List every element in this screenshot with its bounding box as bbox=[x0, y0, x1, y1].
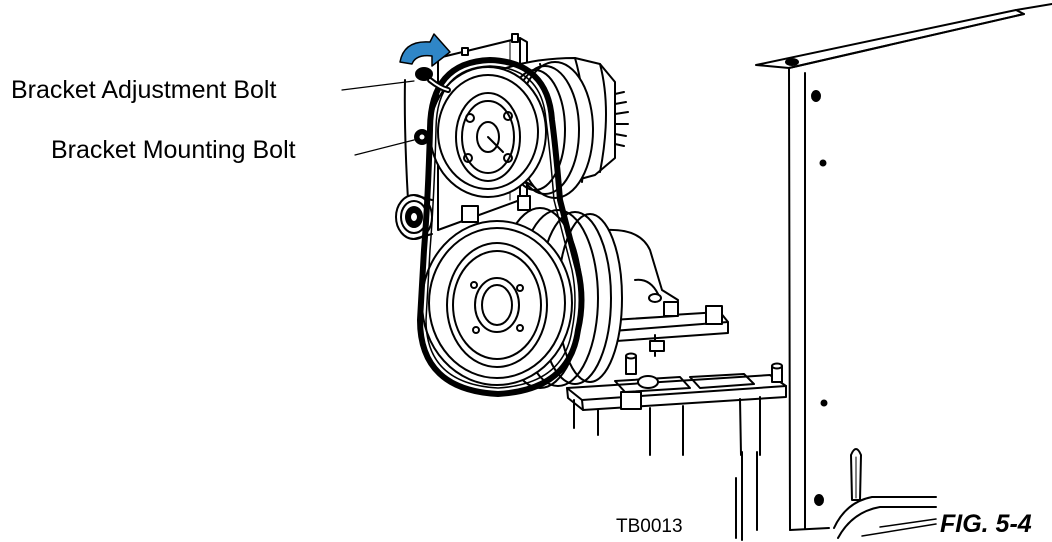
callout-mounting-bolt: Bracket Mounting Bolt bbox=[51, 136, 296, 164]
driven-pulley bbox=[421, 207, 623, 389]
idler-pulley bbox=[395, 194, 433, 240]
base-plate bbox=[566, 352, 787, 456]
drawing-code: TB0013 bbox=[616, 516, 683, 537]
v-belt bbox=[417, 57, 585, 397]
leader-line-mounting bbox=[354, 139, 415, 156]
figure-label: FIG. 5-4 bbox=[940, 510, 1032, 538]
callout-adjustment-bolt: Bracket Adjustment Bolt bbox=[11, 76, 277, 104]
leader-line-adjustment bbox=[341, 80, 415, 91]
motor-bracket bbox=[589, 228, 729, 357]
motor-pulley bbox=[429, 61, 594, 199]
frame-panel bbox=[735, 3, 1052, 541]
adjustment-bolt bbox=[415, 67, 451, 93]
mounting-bolt bbox=[414, 129, 430, 145]
curved-arrow-icon bbox=[399, 33, 451, 67]
